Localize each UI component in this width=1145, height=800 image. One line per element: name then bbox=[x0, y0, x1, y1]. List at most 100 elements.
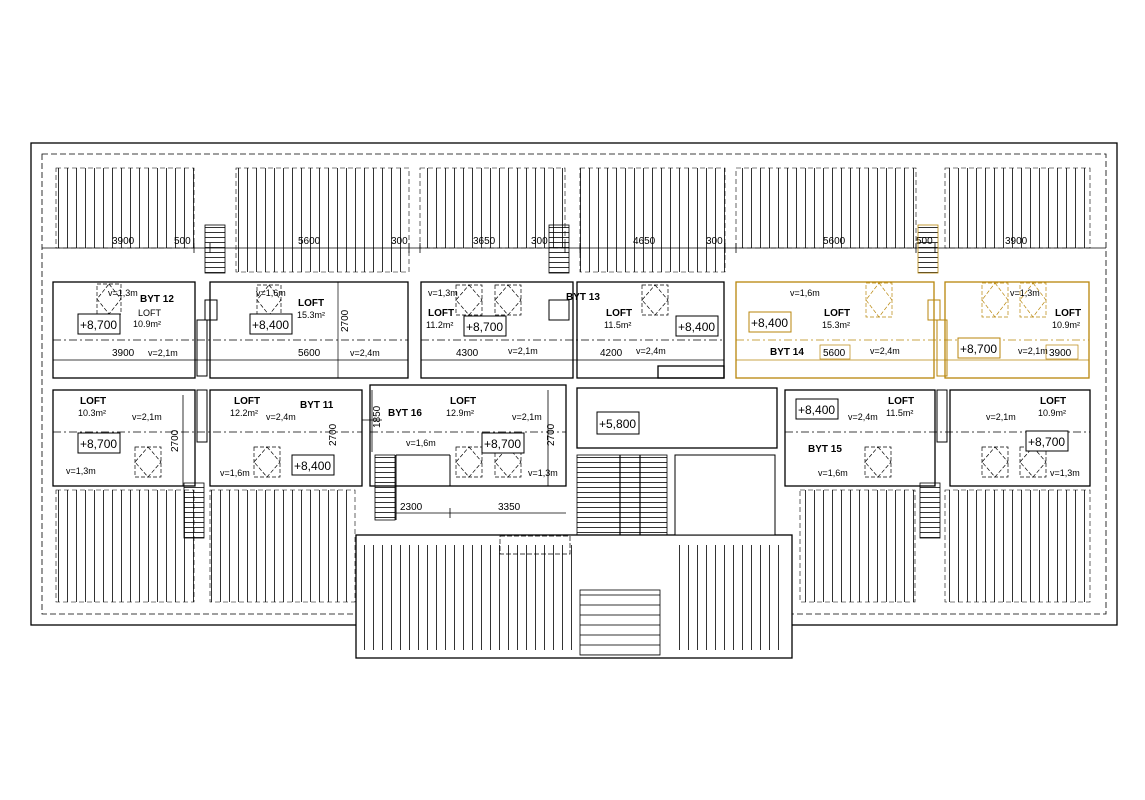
area-label: 12.9m² bbox=[446, 408, 474, 418]
area-label: 11.5m² bbox=[886, 408, 913, 418]
height-label: v=2,4m bbox=[636, 346, 666, 356]
dim-label: 4200 bbox=[600, 348, 623, 359]
dim-label: 4300 bbox=[456, 348, 479, 359]
area-label: 12.2m² bbox=[230, 408, 258, 418]
unit-lower-right-b: v=2,1m LOFT 10.9m² +8,700 v=1,3m bbox=[986, 396, 1080, 478]
area-label: 11.2m² bbox=[426, 320, 453, 330]
room-label: LOFT bbox=[824, 308, 850, 319]
unit-loft-2: LOFT 15.3m² v=1,6m +8,400 5600 v=2,4m 27… bbox=[249, 288, 380, 359]
dim-label: 5600 bbox=[823, 348, 846, 359]
area-label: 10.3m² bbox=[78, 408, 106, 418]
vertical-dim-label: 2700 bbox=[170, 429, 181, 452]
central-staircase bbox=[499, 454, 776, 555]
dim-label: 4650 bbox=[633, 236, 656, 247]
height-label: v=1,3m bbox=[428, 288, 458, 298]
unit-loft-3: LOFT 11.2m² v=1,3m +8,700 4300 v=2,1m bbox=[426, 288, 538, 359]
dim-label: 5600 bbox=[823, 236, 846, 247]
room-label: LOFT bbox=[298, 298, 324, 309]
vertical-dim-label: 1850 bbox=[372, 405, 383, 428]
level-mark: +8,400 bbox=[294, 459, 331, 473]
room-label: LOFT bbox=[234, 396, 260, 407]
level-mark: +8,700 bbox=[1028, 435, 1065, 449]
area-label: 10.9m² bbox=[133, 319, 161, 329]
level-mark: +8,700 bbox=[466, 320, 503, 334]
unit-stair-landing: +5,800 bbox=[596, 411, 640, 435]
height-label: v=1,3m bbox=[1050, 468, 1080, 478]
staircase-bottom-right bbox=[919, 482, 941, 539]
dim-label: 500 bbox=[174, 236, 191, 247]
roof-hatch-top bbox=[55, 167, 1091, 273]
upper-units bbox=[52, 281, 725, 379]
height-label: v=1,3m bbox=[1010, 288, 1040, 298]
staircase-top-right bbox=[917, 224, 939, 274]
vertical-dim-label: 2700 bbox=[546, 423, 557, 446]
dim-label: 3650 bbox=[473, 236, 496, 247]
height-label: v=1,6m bbox=[220, 468, 250, 478]
room-label: LOFT bbox=[428, 308, 454, 319]
area-label: 15.3m² bbox=[822, 320, 850, 330]
room-label: LOFT bbox=[1055, 308, 1081, 319]
staircase-bottom-left bbox=[183, 482, 205, 539]
dim-label: 300 bbox=[706, 236, 723, 247]
height-label: v=2,4m bbox=[350, 348, 380, 358]
height-label: v=1,3m bbox=[108, 288, 138, 298]
skylights bbox=[96, 283, 1047, 478]
area-label: 10.9m² bbox=[1038, 408, 1066, 418]
height-label: v=2,4m bbox=[870, 346, 900, 356]
dim-label: 300 bbox=[531, 236, 548, 247]
level-mark: +8,700 bbox=[80, 437, 117, 451]
unit-lower-left-a: LOFT 10.3m² v=2,1m +8,700 v=1,3m 2700 bbox=[66, 396, 181, 476]
dim-label: 3900 bbox=[112, 236, 135, 247]
height-label: v=2,1m bbox=[512, 412, 542, 422]
roof-hatch-bottom bbox=[55, 489, 1091, 656]
height-label: v=2,1m bbox=[132, 412, 162, 422]
room-label: LOFT bbox=[80, 396, 106, 407]
height-label: v=2,1m bbox=[148, 348, 178, 358]
height-label: v=2,1m bbox=[1018, 346, 1048, 356]
unit-byt12: BYT 12 LOFT 10.9m² v=1,3m +8,700 3900 v=… bbox=[77, 288, 178, 359]
unit-byt13: BYT 13 LOFT 11.5m² +8,400 4200 v=2,4m bbox=[566, 292, 719, 359]
height-label: v=1,6m bbox=[406, 438, 436, 448]
unit-name: BYT 12 bbox=[140, 294, 174, 305]
unit-name: BYT 15 bbox=[808, 444, 842, 455]
unit-name: BYT 13 bbox=[566, 292, 600, 303]
room-label: LOFT bbox=[138, 308, 162, 318]
height-label: v=1,6m bbox=[818, 468, 848, 478]
height-label: v=2,4m bbox=[848, 412, 878, 422]
vertical-dim-label: 2700 bbox=[328, 423, 339, 446]
level-mark: +5,800 bbox=[599, 417, 636, 431]
unit-byt16: BYT 16 LOFT 12.9m² v=2,1m v=1,6m +8,700 … bbox=[372, 396, 558, 513]
unit-byt11: LOFT 12.2m² BYT 11 v=2,4m +8,400 v=1,6m … bbox=[220, 396, 339, 478]
area-label: 10.9m² bbox=[1052, 320, 1080, 330]
level-mark: +8,700 bbox=[960, 342, 997, 356]
lower-dimension-line bbox=[182, 390, 566, 518]
unit-loft-6: LOFT 10.9m² v=1,3m +8,700 3900 v=2,1m bbox=[957, 288, 1081, 360]
dim-label: 3900 bbox=[1005, 236, 1028, 247]
upper-units-highlight bbox=[735, 281, 1090, 379]
dim-label: 5600 bbox=[298, 236, 321, 247]
staircase-top-left bbox=[204, 224, 226, 274]
height-label: v=2,4m bbox=[266, 412, 296, 422]
dim-label: 300 bbox=[391, 236, 408, 247]
level-mark: +8,400 bbox=[678, 320, 715, 334]
room-label: LOFT bbox=[1040, 396, 1066, 407]
dim-label: 3350 bbox=[498, 502, 521, 513]
shafts bbox=[196, 299, 948, 443]
height-label: v=2,1m bbox=[986, 412, 1016, 422]
lower-units bbox=[52, 384, 1091, 520]
height-label: v=1,6m bbox=[256, 288, 286, 298]
unit-name: BYT 11 bbox=[300, 400, 334, 411]
room-label: LOFT bbox=[888, 396, 914, 407]
level-mark: +8,700 bbox=[484, 437, 521, 451]
dim-label: 3900 bbox=[112, 348, 135, 359]
room-label: LOFT bbox=[450, 396, 476, 407]
height-label: v=2,1m bbox=[508, 346, 538, 356]
dim-label: 2300 bbox=[400, 502, 423, 513]
dim-label: 5600 bbox=[298, 348, 321, 359]
area-label: 11.5m² bbox=[604, 320, 631, 330]
height-label: v=1,6m bbox=[790, 288, 820, 298]
staircase-top-mid bbox=[548, 224, 570, 274]
level-mark: +8,400 bbox=[751, 316, 788, 330]
unit-byt14: BYT 14 LOFT 15.3m² v=1,6m +8,400 5600 v=… bbox=[748, 288, 900, 360]
